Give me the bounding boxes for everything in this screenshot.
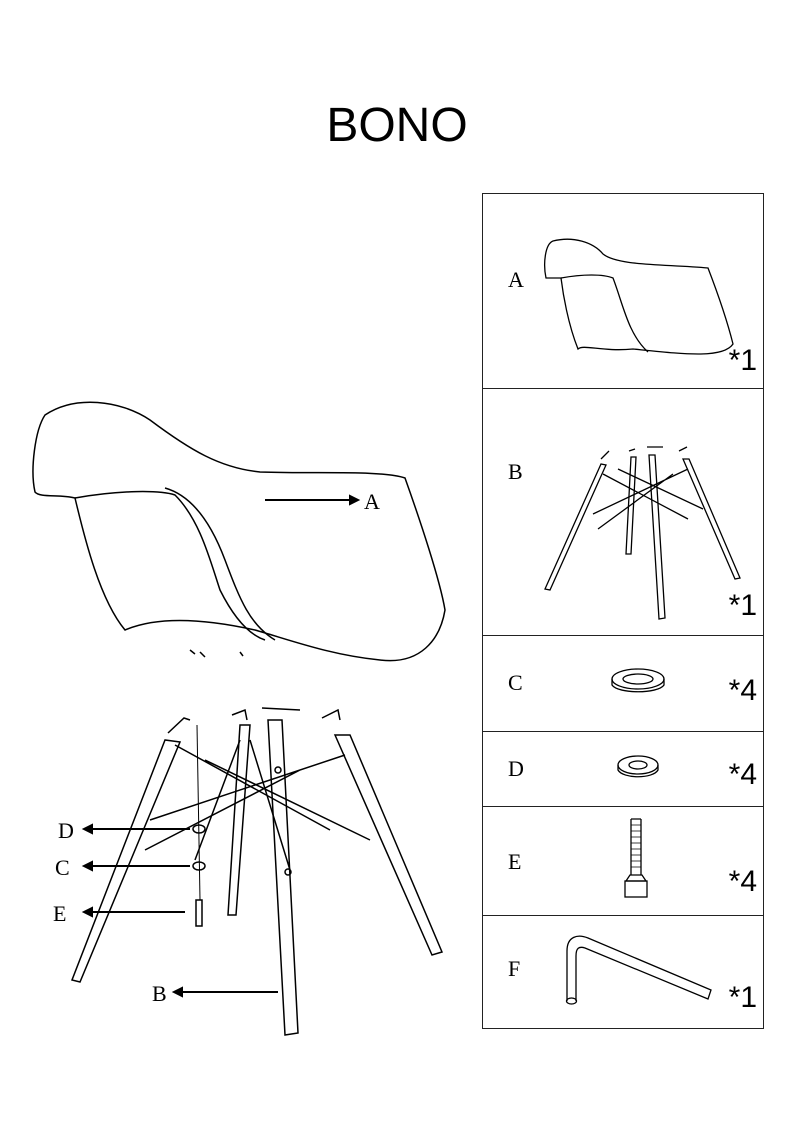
part-row-b: B *1 (483, 389, 763, 636)
leg-base-icon (544, 446, 741, 620)
part-letter: A (508, 267, 524, 292)
callout-label-b: B (152, 981, 167, 1006)
parts-list: A *1 B *1 C *4 D *4 (482, 193, 764, 1029)
part-qty: *4 (728, 674, 757, 707)
callout-label-e: E (53, 901, 67, 926)
part-letter: E (508, 849, 522, 874)
allen-key-icon (565, 935, 712, 1005)
callout-label-a: A (364, 489, 380, 514)
callout-label-d: D (58, 818, 74, 843)
part-letter: B (508, 459, 523, 484)
seat-shell-icon (544, 238, 734, 355)
part-row-a: A *1 (483, 194, 763, 389)
part-row-f: F *1 (483, 916, 763, 1030)
part-qty: *1 (728, 344, 757, 377)
part-row-d: D *4 (483, 732, 763, 807)
part-letter: F (508, 956, 521, 981)
flat-washer-icon (617, 755, 659, 778)
spring-washer-icon (611, 668, 665, 693)
seat-shell-illustration (32, 401, 446, 662)
page-title: BONO (326, 99, 468, 152)
bolt-icon (624, 818, 648, 898)
part-qty: *4 (728, 865, 757, 898)
callout-label-c: C (55, 855, 70, 880)
part-letter: C (508, 670, 523, 695)
part-letter: D (508, 756, 524, 781)
callout-arrows (81, 494, 361, 998)
part-row-e: E *4 (483, 807, 763, 916)
part-qty: *1 (728, 589, 757, 622)
assembly-drawing (32, 401, 446, 1036)
part-row-c: C *4 (483, 636, 763, 732)
part-qty: *1 (728, 981, 757, 1014)
part-qty: *4 (728, 758, 757, 791)
leg-base-illustration (70, 707, 444, 1036)
